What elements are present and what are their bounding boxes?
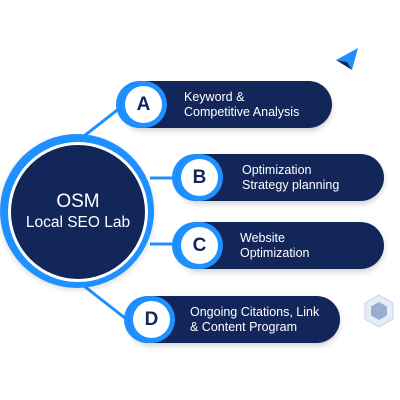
step-b-ring: B [176, 154, 223, 201]
step-a-line2: Competitive Analysis [184, 104, 300, 119]
step-b-line1: Optimization [242, 162, 312, 177]
center-circle: OSM Local SEO Lab [8, 142, 148, 282]
step-d-letter: D [133, 301, 170, 338]
step-b-text: Optimization Strategy planning [242, 154, 372, 201]
step-c-line2: Optimization [240, 245, 310, 260]
step-a-ring: A [120, 81, 167, 128]
hexagon-icon [364, 294, 394, 328]
center-subtitle: Local SEO Lab [25, 214, 131, 231]
step-d-text: Ongoing Citations, Link & Content Progra… [190, 296, 328, 343]
step-c-letter: C [181, 227, 218, 264]
step-d-line1: Ongoing Citations, Link [190, 304, 320, 319]
step-c-text: Website Optimization [240, 222, 372, 269]
step-b-line2: Strategy planning [242, 177, 340, 192]
step-d-pill: D Ongoing Citations, Link & Content Prog… [128, 296, 340, 343]
step-c-pill: C Website Optimization [176, 222, 384, 269]
step-a-pill: A Keyword & Competitive Analysis [120, 81, 332, 128]
step-d-ring: D [128, 296, 175, 343]
step-d-line2: & Content Program [190, 319, 297, 334]
paper-plane-icon [336, 48, 358, 70]
step-b-pill: B Optimization Strategy planning [176, 154, 384, 201]
step-c-ring: C [176, 222, 223, 269]
center-title: OSM [56, 191, 100, 212]
step-a-letter: A [125, 86, 162, 123]
step-c-line1: Website [240, 230, 285, 245]
step-a-line1: Keyword & [184, 89, 245, 104]
center-badge: OSM Local SEO Lab [0, 134, 154, 288]
step-a-text: Keyword & Competitive Analysis [184, 81, 320, 128]
step-b-letter: B [181, 159, 218, 196]
